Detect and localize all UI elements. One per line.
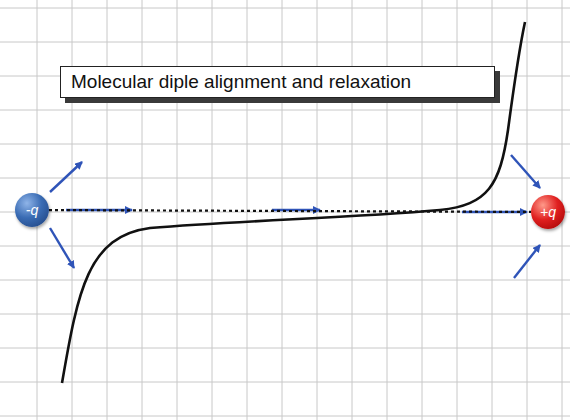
title-box: Molecular diple alignment and relaxation	[60, 66, 495, 98]
charge-label: +q	[540, 204, 556, 220]
charge-label: -q	[26, 202, 38, 218]
field-arrows	[50, 155, 540, 278]
negative-charge: -q	[15, 193, 49, 227]
positive-charge: +q	[531, 195, 565, 229]
dipole-axis	[49, 210, 531, 212]
title-text: Molecular diple alignment and relaxation	[71, 71, 411, 93]
